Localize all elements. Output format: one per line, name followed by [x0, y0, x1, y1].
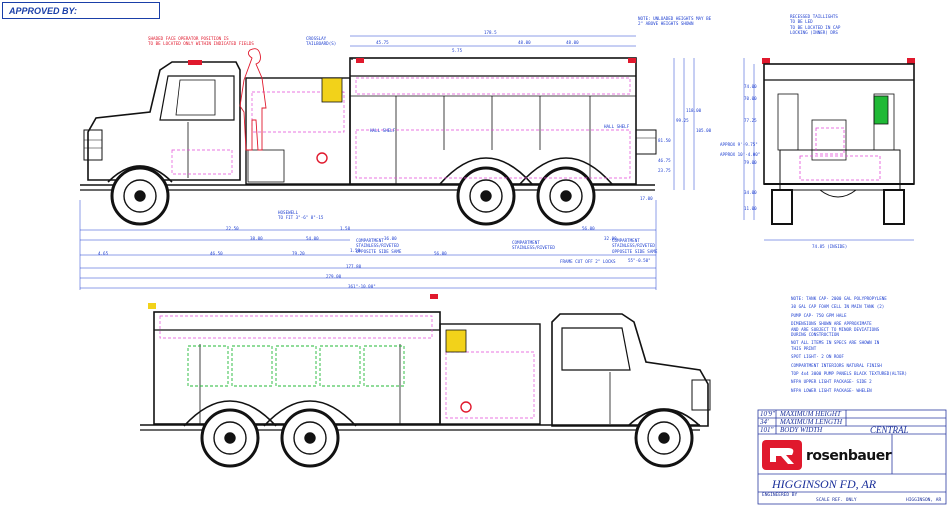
label-hall-shelf-2: HALL SHELF	[604, 124, 630, 129]
approved-by-label: APPROVED BY:	[2, 2, 160, 19]
label-compartment-3: COMPARTMENT STAINLESS/RIVETED OPPOSITE S…	[612, 238, 658, 254]
dim-side-7: 32.00	[604, 236, 617, 241]
dimension-lines	[79, 35, 914, 290]
rear-pink-details	[799, 127, 881, 181]
dim-top-0: 178.5	[484, 30, 497, 35]
label-hosewell: HOSEWELL TO FIT 3"-6" 8"-15	[278, 210, 324, 221]
label-hall-shelf-1: HALL SHELF	[370, 128, 396, 133]
dim-side-0: 22.50	[226, 226, 239, 231]
dim-overall-5: 279.00	[326, 274, 342, 279]
bottom-pump-panel-yellow	[445, 329, 467, 353]
title-block-frame	[757, 409, 947, 505]
dim-side-1: 1.50	[340, 226, 351, 231]
unloaded-height-note: NOTE: UNLOADED HEIGHTS MAY BE 2" ABOVE H…	[638, 16, 712, 27]
dim-height-5: 23.75	[658, 168, 671, 173]
side-note-8: NFPA UPPER LIGHT PACKAGE- SIDE 2	[791, 379, 872, 385]
operator-note: SHADED FACE OPERATOR POSITION IS TO BE L…	[148, 36, 254, 47]
side-note-1: 30 GAL CAP FOAM CELL IN MAIN TANK (2)	[791, 304, 885, 310]
tb-brand: rosenbauer	[806, 448, 892, 464]
pump-panel-yellow	[321, 77, 343, 103]
dim-top-1: 45.75	[376, 40, 389, 45]
tb-height-label: MAXIMUM HEIGHT	[780, 410, 841, 418]
dim-rear-5: 79.00	[744, 160, 757, 165]
side-notes: NOTE: TANK CAP- 2000 GAL POLYPROPYLENE 3…	[791, 296, 941, 393]
dim-height-2: 105.00	[696, 128, 712, 133]
dim-overall-6: 361"-10.00"	[348, 284, 376, 289]
dim-side-3: 54.00	[306, 236, 319, 241]
operator-silhouette	[239, 48, 267, 151]
dim-rear-4: 70.00	[744, 96, 757, 101]
tb-length-label: MAXIMUM LENGTH	[780, 418, 843, 426]
label-frame-cutoff: FRAME CUT OFF 2" LOCKS	[560, 259, 616, 264]
tb-length-dim: 34'	[760, 418, 769, 426]
rear-view	[763, 63, 915, 225]
tb-job: HIGGINSON, AR	[906, 498, 942, 503]
rear-taillight-note: RECESSED TAILLIGHTS TO BE LED TO BE LOCA…	[790, 14, 841, 36]
dim-top-3: 48.00	[566, 40, 579, 45]
bottom-pink-compartments	[159, 315, 535, 419]
crosslay-note: CROSSLAY TAILBOARD(S)	[306, 36, 337, 47]
dim-rear-8: 74.85 (INSIDE)	[812, 244, 848, 249]
tb-width-dim: 101"	[760, 426, 774, 434]
tb-division: CENTRAL	[870, 425, 909, 435]
side-note-3: DIMENSIONS SHOWN ARE APPROXIMATE AND ARE…	[791, 321, 880, 338]
side-note-5: SPOT LIGHT- 2 ON ROOF	[791, 354, 844, 360]
side-note-0: NOTE: TANK CAP- 2000 GAL POLYPROPYLENE	[791, 296, 887, 301]
dim-height-6: 17.00	[640, 196, 653, 201]
side-note-9: NFPA LOWER LIGHT PACKAGE- WHELEN	[791, 387, 872, 393]
dim-side-4: 36.00	[384, 236, 397, 241]
top-wheels	[110, 166, 596, 226]
dim-height-0: 99.25	[676, 118, 689, 123]
dim-height-3: 81.50	[658, 138, 671, 143]
warning-lights	[148, 58, 915, 413]
dim-top-2: 48.00	[518, 40, 531, 45]
dim-overall-0: 4.65	[98, 251, 109, 256]
dim-rear-3: 74.00	[744, 84, 757, 89]
side-note-6: COMPARTMENT INTERIORS NATURAL FINISH	[791, 362, 882, 368]
label-compartment-1: COMPARTMENT STAINLESS/RIVETED OPPOSITE S…	[356, 238, 402, 254]
rear-cap-yellow	[873, 95, 889, 125]
dim-rear-2: 77.25	[744, 118, 757, 123]
dim-side-5: 1.50	[350, 248, 361, 253]
side-note-2: PUMP CAP- 750 GPM HALE	[791, 312, 847, 318]
side-note-4: NOT ALL ITEMS IN SPECS ARE SHOWN IN THIS…	[791, 340, 880, 351]
dim-height-1: 118.00	[686, 108, 702, 113]
rosenbauer-logo	[762, 440, 802, 470]
dim-top-4: 5.75	[452, 48, 463, 53]
tb-customer: HIGGINSON FD, AR	[772, 477, 877, 491]
tb-height-dim: 10'9"	[760, 410, 775, 418]
dim-side-6: 56.00	[582, 226, 595, 231]
tb-width-label: BODY WIDTH	[780, 426, 823, 434]
dim-side-2: 38.00	[250, 236, 263, 241]
dim-rear-6: 34.00	[744, 190, 757, 195]
dim-overall-7: 55"-0.50"	[628, 258, 651, 263]
top-compartments	[171, 77, 631, 179]
dim-overall-1: 46.50	[210, 251, 223, 256]
bottom-wheels	[200, 408, 694, 468]
dim-overall-3: 56.00	[434, 251, 447, 256]
dim-height-4: 46.75	[658, 158, 671, 163]
dim-rear-1: APPROX 10'-4.00"	[720, 152, 761, 157]
dim-rear-7: 11.00	[744, 206, 757, 211]
dim-overall-4: 177.80	[346, 264, 362, 269]
bottom-green-compartments	[187, 345, 405, 387]
side-note-7: TOP 4x4 3000 PUMP PANELS BLACK TEXTURED(…	[791, 371, 907, 377]
dim-overall-2: 79.20	[292, 251, 305, 256]
label-compartment-2: COMPARTMENT STAINLESS/RIVETED	[512, 240, 555, 251]
dim-rear-0: APPROX 9'-9.75"	[720, 142, 758, 147]
tb-scale: SCALE REF. ONLY	[816, 498, 857, 503]
tb-drawn-by: ENGINEERED BY	[762, 493, 798, 498]
